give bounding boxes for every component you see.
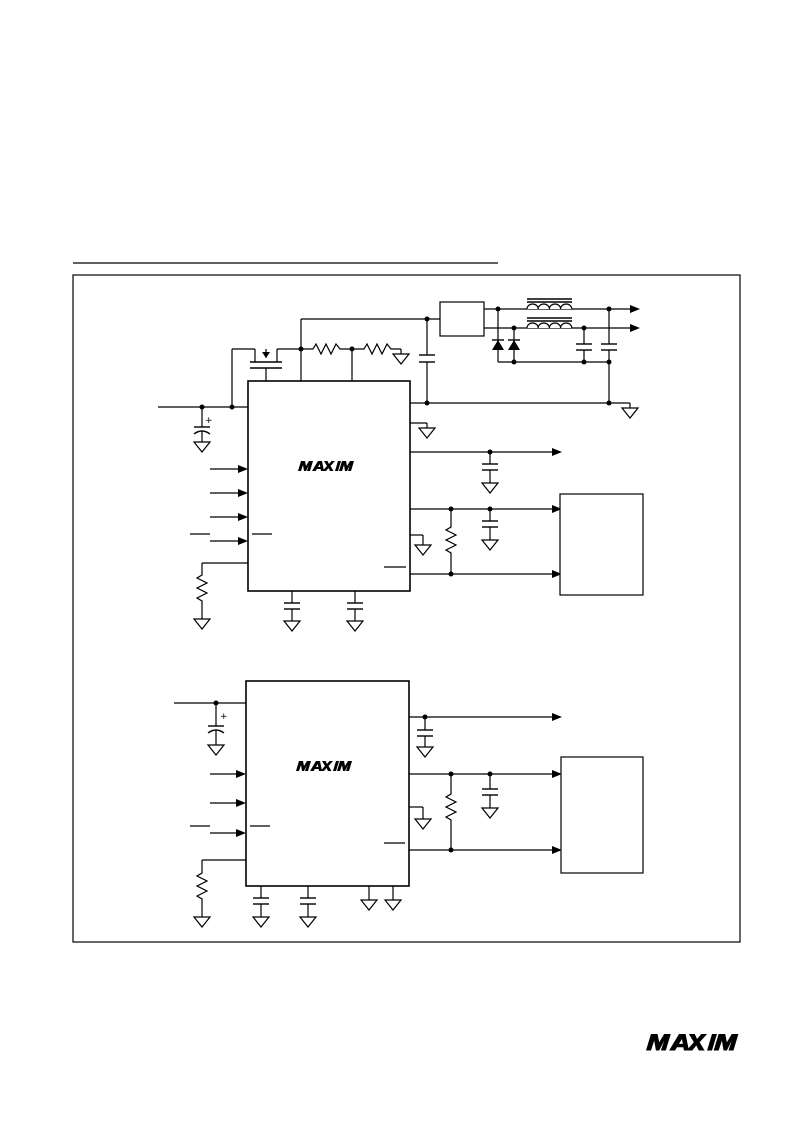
figure-frame bbox=[72, 274, 741, 943]
footer-maxim-logo bbox=[646, 1034, 739, 1051]
top-host-block bbox=[559, 493, 644, 596]
bottom-pullup-resistor bbox=[444, 774, 458, 850]
top-diodes bbox=[492, 309, 612, 365]
top-circuit: + bbox=[158, 298, 644, 632]
top-converter-block bbox=[439, 301, 485, 337]
top-input-cap-plus: + bbox=[205, 416, 213, 426]
bottom-input-cap-plus: + bbox=[220, 712, 228, 722]
top-coupled-inductor bbox=[526, 298, 573, 329]
top-pullup-resistor bbox=[444, 509, 458, 574]
top-set-resistor bbox=[195, 563, 209, 614]
top-sense-resistor-1 bbox=[301, 342, 352, 356]
top-ic-body bbox=[247, 380, 411, 592]
bottom-circuit: + bbox=[174, 680, 644, 928]
top-sense-resistor-2 bbox=[352, 342, 401, 356]
bottom-host-block bbox=[560, 756, 644, 874]
top-mosfet bbox=[250, 349, 282, 381]
bottom-ic-body bbox=[245, 680, 410, 887]
bottom-set-resistor bbox=[195, 860, 209, 912]
